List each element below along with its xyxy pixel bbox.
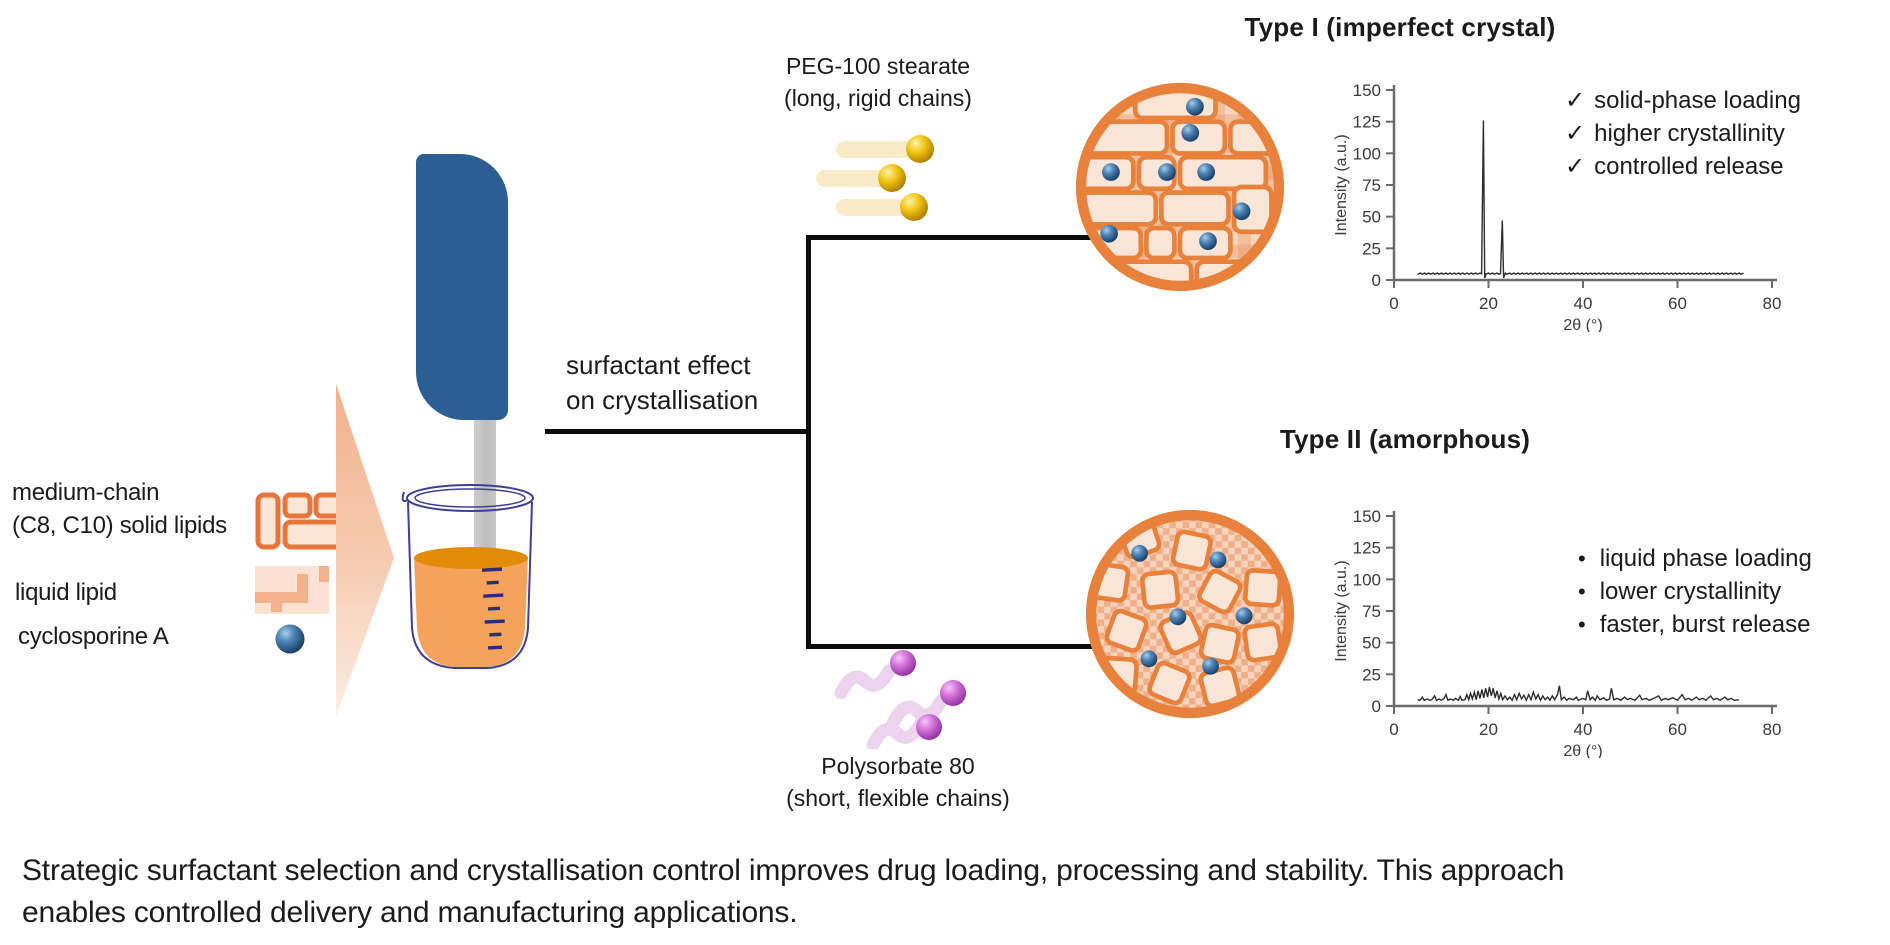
feature-item: • faster, burst release bbox=[1578, 608, 1812, 641]
feature-text: controlled release bbox=[1594, 153, 1784, 180]
svg-text:50: 50 bbox=[1362, 208, 1381, 227]
svg-text:100: 100 bbox=[1353, 570, 1381, 589]
svg-text:25: 25 bbox=[1362, 665, 1381, 684]
svg-text:150: 150 bbox=[1353, 507, 1381, 526]
svg-text:2θ (°): 2θ (°) bbox=[1563, 317, 1602, 332]
caption-line2: enables controlled delivery and manufact… bbox=[22, 896, 798, 929]
feature-text: higher crystallinity bbox=[1594, 120, 1785, 147]
cyclosporine-label: cyclosporine A bbox=[18, 623, 169, 650]
beaker-graduations bbox=[481, 567, 505, 650]
svg-text:75: 75 bbox=[1362, 602, 1381, 621]
svg-text:50: 50 bbox=[1362, 634, 1381, 653]
feature-text: liquid phase loading bbox=[1599, 545, 1812, 572]
svg-text:60: 60 bbox=[1668, 294, 1687, 313]
svg-text:20: 20 bbox=[1479, 294, 1498, 313]
polysorbate-label-line1: Polysorbate 80 bbox=[821, 753, 975, 779]
svg-text:125: 125 bbox=[1353, 539, 1381, 558]
feature-text: lower crystallinity bbox=[1599, 578, 1782, 605]
branch-line-bottom bbox=[806, 644, 1102, 649]
check-icon: ✓ bbox=[1565, 120, 1586, 147]
svg-text:75: 75 bbox=[1362, 176, 1381, 195]
liquid-lipid-icon bbox=[255, 566, 329, 614]
type-i-feature-list: ✓ solid-phase loading ✓ higher crystallini… bbox=[1565, 84, 1801, 183]
peg-stearate-label: PEG-100 stearate (long, rigid chains) bbox=[758, 50, 998, 114]
svg-text:80: 80 bbox=[1763, 720, 1782, 739]
feature-item: ✓ higher crystallinity bbox=[1565, 117, 1801, 150]
feature-text: solid-phase loading bbox=[1594, 87, 1801, 114]
svg-text:40: 40 bbox=[1574, 294, 1593, 313]
svg-text:Intensity (a.u.): Intensity (a.u.) bbox=[1333, 134, 1350, 235]
type-ii-feature-list: • liquid phase loading • lower crystallini… bbox=[1578, 542, 1812, 641]
flow-arrow-icon bbox=[336, 384, 394, 716]
feature-item: • lower crystallinity bbox=[1578, 575, 1812, 608]
svg-text:25: 25 bbox=[1362, 239, 1381, 258]
caption: Strategic surfactant selection and cryst… bbox=[22, 850, 1878, 934]
type-ii-title: Type II (amorphous) bbox=[1279, 424, 1531, 454]
homogenizer-head bbox=[416, 154, 508, 420]
feature-item: ✓ controlled release bbox=[1565, 150, 1801, 183]
beaker-icon bbox=[401, 484, 534, 669]
type-i-xrd-chart: 0 25 50 75 100 125 150 0 20 40 60 80 2θ (°) Intensity… bbox=[1333, 81, 1782, 332]
branch-label: surfactant effect on crystallisation bbox=[566, 348, 758, 418]
svg-text:2θ (°): 2θ (°) bbox=[1563, 743, 1602, 758]
check-icon: ✓ bbox=[1565, 153, 1586, 180]
polysorbate-label-line2: (short, flexible chains) bbox=[786, 785, 1010, 811]
type-i-particle-illustration bbox=[1075, 82, 1285, 292]
bullet-icon: • bbox=[1578, 546, 1586, 571]
peg-stearate-icon bbox=[816, 135, 934, 221]
svg-text:Intensity (a.u.): Intensity (a.u.) bbox=[1333, 560, 1350, 661]
feature-item: ✓ solid-phase loading bbox=[1565, 84, 1801, 117]
svg-text:0: 0 bbox=[1372, 697, 1381, 716]
solid-lipids-label: medium-chain (C8, C10) solid lipids bbox=[12, 476, 227, 542]
branch-label-line1: surfactant effect bbox=[566, 350, 751, 380]
polysorbate-label: Polysorbate 80 (short, flexible chains) bbox=[768, 750, 1028, 814]
type-ii-xrd-chart: 0 25 50 75 100 125 150 0 20 40 60 80 2θ (°) Intensity… bbox=[1333, 507, 1782, 758]
peg-stearate-label-line2: (long, rigid chains) bbox=[784, 85, 972, 111]
svg-text:40: 40 bbox=[1574, 720, 1593, 739]
drug-spheres bbox=[1100, 97, 1251, 250]
svg-text:0: 0 bbox=[1389, 720, 1398, 739]
svg-text:0: 0 bbox=[1372, 271, 1381, 290]
svg-text:150: 150 bbox=[1353, 81, 1381, 100]
type-ii-particle-illustration bbox=[1085, 509, 1295, 719]
branch-line-vertical bbox=[806, 235, 811, 649]
svg-text:60: 60 bbox=[1668, 720, 1687, 739]
svg-text:125: 125 bbox=[1353, 113, 1381, 132]
feature-text: faster, burst release bbox=[1599, 611, 1811, 638]
svg-text:80: 80 bbox=[1763, 294, 1782, 313]
bullet-icon: • bbox=[1578, 579, 1586, 604]
solid-lipids-label-line2: (C8, C10) solid lipids bbox=[12, 512, 227, 539]
feature-item: • liquid phase loading bbox=[1578, 542, 1812, 575]
solid-lipids-label-line1: medium-chain bbox=[12, 479, 160, 506]
polysorbate-icon bbox=[834, 650, 966, 749]
bullet-icon: • bbox=[1578, 612, 1586, 637]
svg-text:0: 0 bbox=[1389, 294, 1398, 313]
svg-text:100: 100 bbox=[1353, 144, 1381, 163]
type-i-title: Type I (imperfect crystal) bbox=[1244, 12, 1556, 42]
branch-label-line2: on crystallisation bbox=[566, 385, 759, 415]
drug-spheres bbox=[1131, 544, 1253, 675]
caption-line1: Strategic surfactant selection and cryst… bbox=[22, 854, 1565, 887]
cyclosporine-sphere-icon bbox=[275, 624, 305, 654]
check-icon: ✓ bbox=[1565, 87, 1586, 114]
peg-stearate-label-line1: PEG-100 stearate bbox=[785, 53, 971, 79]
svg-text:20: 20 bbox=[1479, 720, 1498, 739]
branch-line-top bbox=[806, 235, 1102, 240]
branch-line-trunk bbox=[545, 429, 811, 434]
liquid-lipid-label: liquid lipid bbox=[15, 579, 117, 606]
